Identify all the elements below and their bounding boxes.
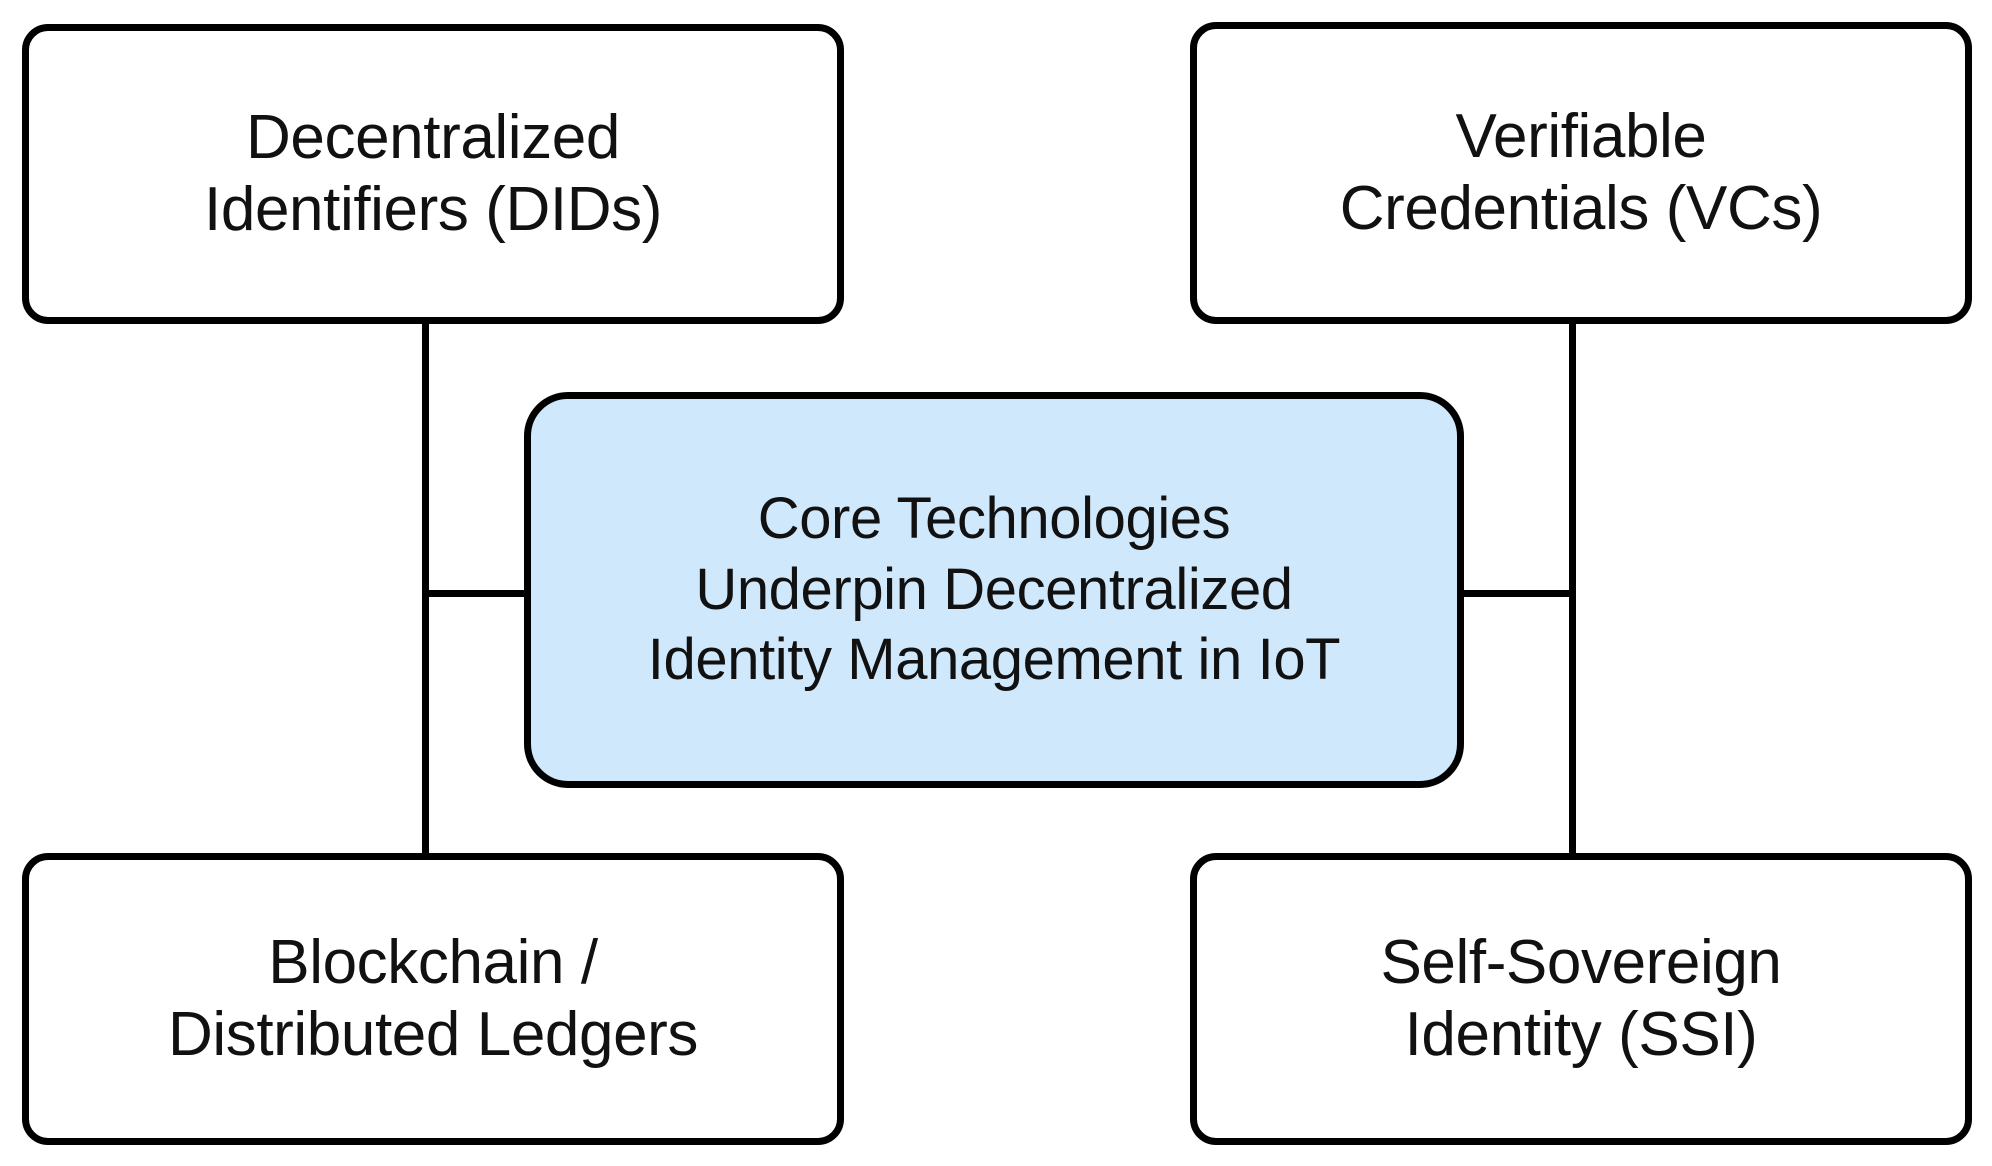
connector-right-vertical	[1569, 318, 1576, 856]
node-verifiable-credentials-label: Verifiable Credentials (VCs)	[1339, 102, 1823, 243]
node-self-sovereign-identity[interactable]: Self-Sovereign Identity (SSI)	[1190, 853, 1972, 1145]
connector-right-horizontal	[1440, 590, 1572, 597]
node-decentralized-identifiers[interactable]: Decentralized Identifiers (DIDs)	[22, 24, 844, 324]
connector-left-horizontal	[422, 590, 552, 597]
node-blockchain-distributed-ledgers[interactable]: Blockchain / Distributed Ledgers	[22, 853, 844, 1145]
node-core-technologies[interactable]: Core Technologies Underpin Decentralized…	[524, 392, 1464, 788]
node-verifiable-credentials[interactable]: Verifiable Credentials (VCs)	[1190, 22, 1972, 324]
node-core-technologies-label: Core Technologies Underpin Decentralized…	[647, 485, 1341, 693]
node-self-sovereign-identity-label: Self-Sovereign Identity (SSI)	[1380, 928, 1782, 1069]
node-blockchain-distributed-ledgers-label: Blockchain / Distributed Ledgers	[167, 928, 699, 1069]
node-decentralized-identifiers-label: Decentralized Identifiers (DIDs)	[204, 103, 662, 244]
connector-left-vertical	[422, 320, 429, 856]
